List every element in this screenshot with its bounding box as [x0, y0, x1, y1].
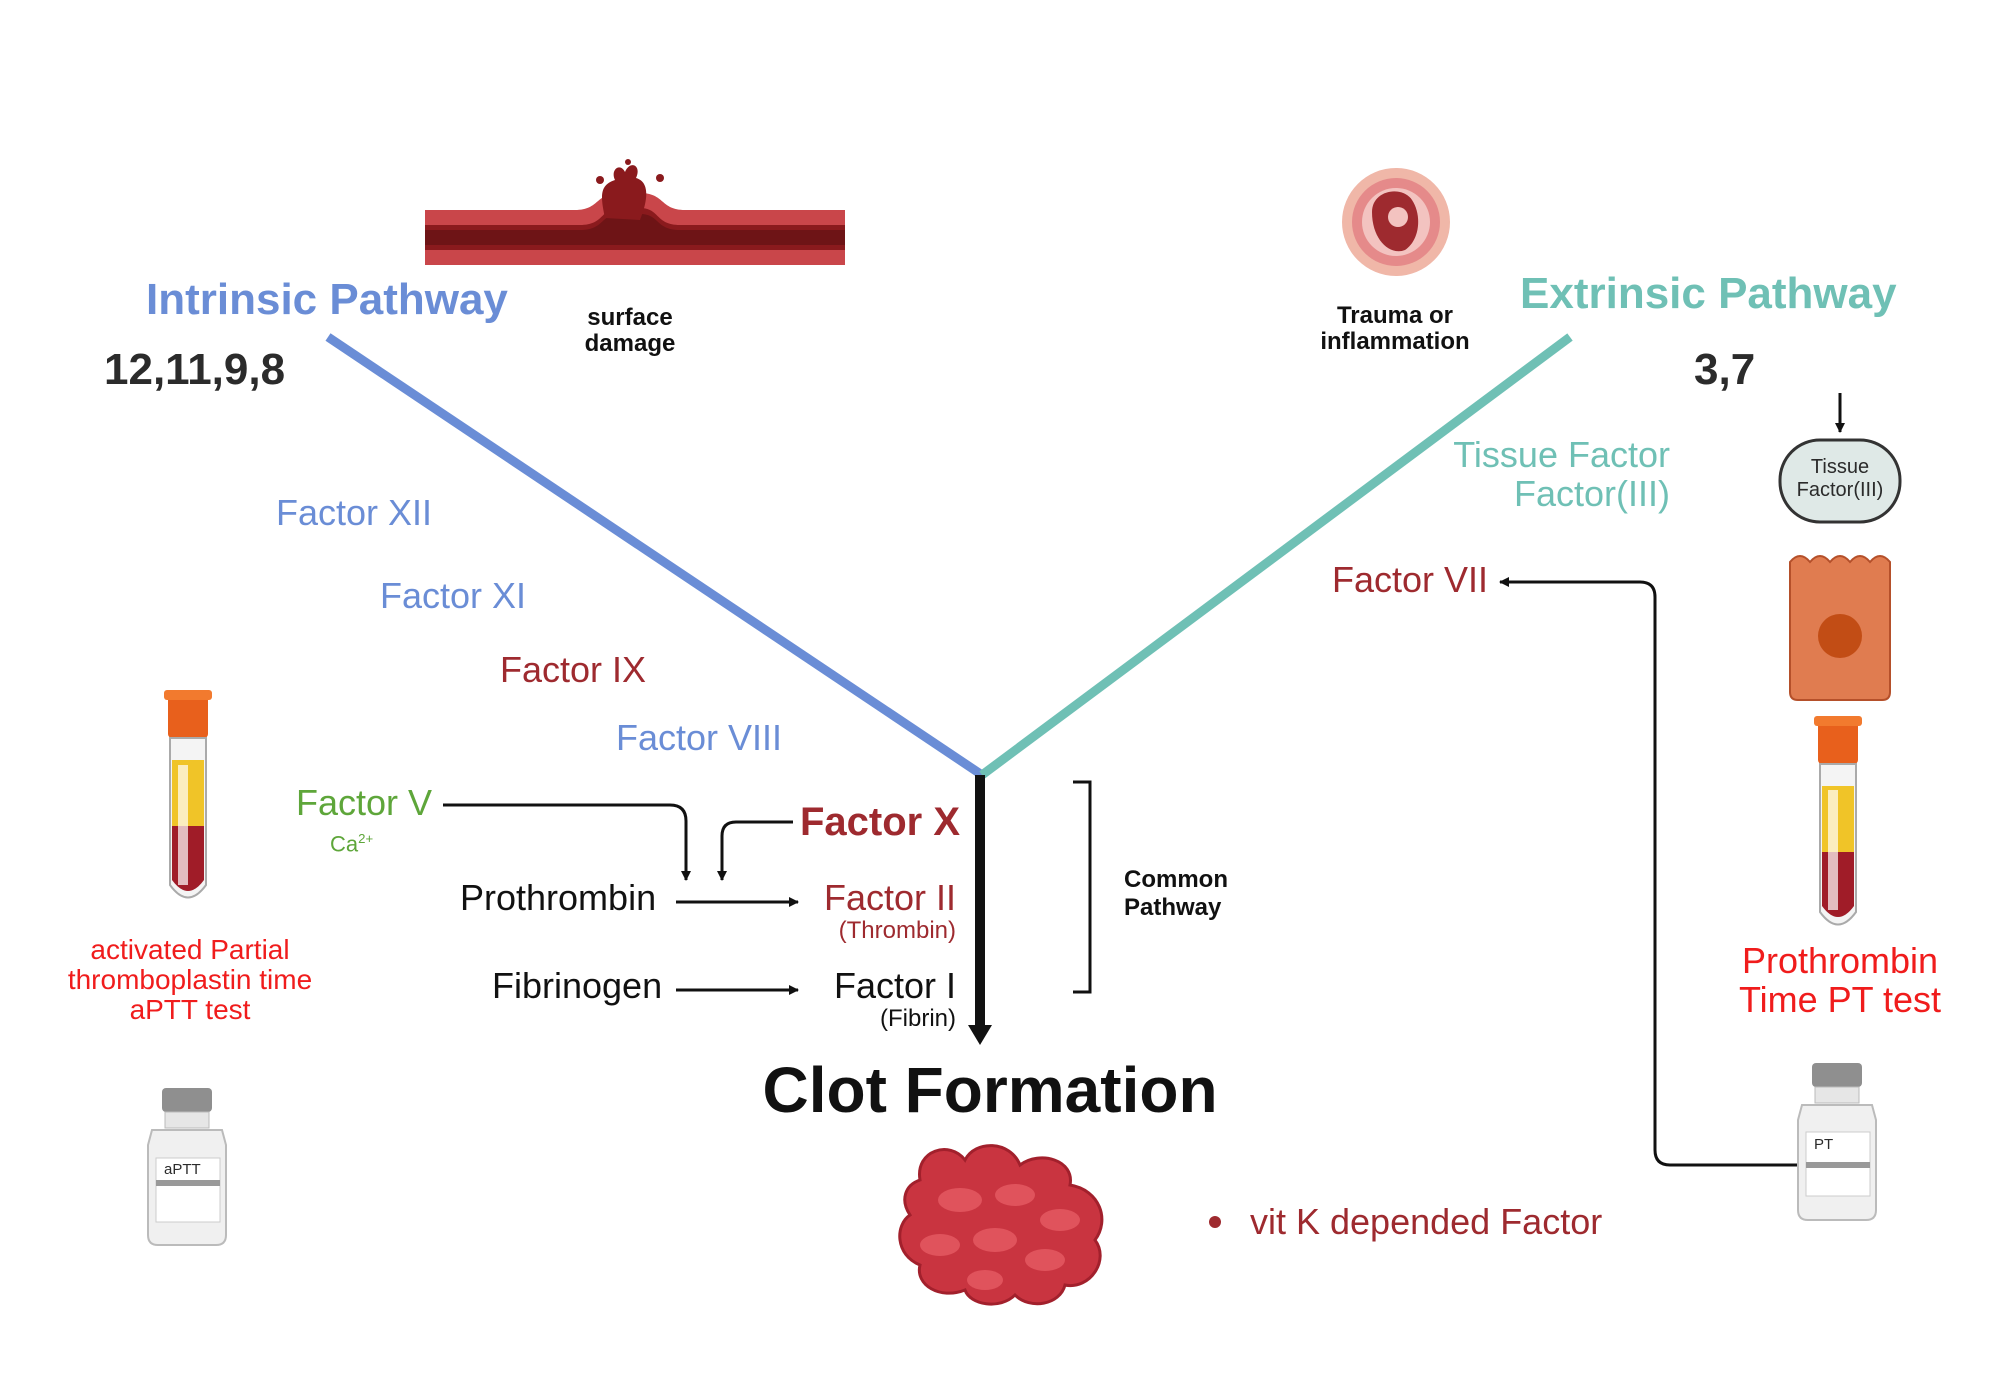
tissue-factor-cell-label: Tissue Factor(III) — [1780, 456, 1900, 502]
factor-vii-label: Factor VII — [1332, 559, 1489, 600]
surface-damage-line1: surface — [587, 304, 673, 331]
pt-line2: Time PT test — [1738, 978, 1942, 1020]
surface-damage-label: surface damage — [560, 304, 700, 358]
tissue-factor-capsule — [1778, 438, 1902, 524]
tissue-factor-label: Tissue Factor Factor(III) — [1380, 434, 1670, 514]
calcium-charge: 2+ — [358, 831, 374, 846]
aptt-line2: thromboplastin time — [67, 964, 313, 996]
blood-tube-right-icon — [1814, 716, 1862, 926]
tissue-factor-line2: Factor(III) — [1513, 472, 1670, 514]
pt-factor-vii-arrow — [1499, 577, 1808, 1167]
factor-v-label: Factor V — [296, 782, 433, 823]
factor-xii-label: Factor XII — [276, 492, 433, 533]
extrinsic-pathway-line — [979, 333, 1573, 779]
calcium-label: Ca2+ — [330, 831, 374, 857]
factor-ix-label: Factor IX — [500, 649, 647, 690]
factor-v-arrow — [443, 803, 691, 881]
factor-x-arrow — [717, 820, 793, 881]
blood-clot-icon — [898, 1144, 1104, 1306]
common-pathway-arrowhead — [968, 1025, 992, 1045]
intrinsic-pathway-title: Intrinsic Pathway — [146, 275, 508, 324]
blood-tube-left-icon — [164, 690, 212, 899]
thrombin-label: (Thrombin) — [838, 917, 956, 944]
vitk-legend-label: vit K depended Factor — [1250, 1201, 1603, 1242]
trauma-line2: inflammation — [1320, 328, 1470, 356]
tissue-factor-cell-line2: Factor(III) — [1796, 479, 1884, 501]
surface-damage-line2: damage — [584, 330, 676, 358]
aptt-vial-label: aPTT — [164, 1161, 201, 1178]
prothrombin-label: Prothrombin — [460, 877, 657, 918]
pt-line1: Prothrombin — [1741, 940, 1939, 981]
factor-i-label: Factor I — [833, 965, 956, 1006]
legend-bullet-icon — [1209, 1216, 1221, 1228]
factor-ii-label: Factor II — [823, 877, 956, 918]
endothelial-cell-icon — [1789, 555, 1891, 701]
aptt-line1: activated Partial — [90, 934, 290, 965]
aptt-line3: aPTT test — [129, 994, 251, 1026]
tissue-factor-cell-line1: Tissue — [1810, 456, 1870, 478]
tissue-factor-line1: Tissue Factor — [1453, 434, 1670, 475]
intrinsic-pathway-line — [325, 333, 985, 779]
fibrin-label: (Fibrin) — [880, 1005, 956, 1032]
common-pathway-label: Common Pathway — [1124, 866, 1228, 921]
common-pathway-line1: Common — [1124, 866, 1228, 893]
fibrinogen-label: Fibrinogen — [492, 965, 663, 1006]
factor-x-label: Factor X — [800, 800, 961, 844]
aptt-vial-icon — [147, 1088, 227, 1246]
calcium-symbol: Ca — [330, 831, 359, 857]
intrinsic-factor-numbers: 12,11,9,8 — [104, 345, 286, 394]
pt-vial-icon — [1797, 1063, 1877, 1221]
pt-vial-label: PT — [1814, 1136, 1834, 1153]
factor-viii-label: Factor VIII — [616, 717, 783, 758]
vessel-cross-section-icon — [1342, 168, 1450, 276]
trauma-label: Trauma or inflammation — [1300, 302, 1490, 356]
pt-test-label: Prothrombin Time PT test — [1700, 940, 1980, 1020]
aptt-test-label: activated Partial thromboplastin time aP… — [30, 934, 350, 1026]
trauma-line1: Trauma or — [1336, 302, 1454, 329]
common-pathway-bracket — [1073, 780, 1092, 994]
common-pathway-line2: Pathway — [1124, 893, 1222, 921]
damaged-vessel-icon — [425, 159, 845, 265]
extrinsic-pathway-title: Extrinsic Pathway — [1520, 269, 1897, 318]
factor-xi-label: Factor XI — [380, 575, 527, 616]
clot-formation-title: Clot Formation — [762, 1054, 1218, 1126]
extrinsic-factor-numbers: 3,7 — [1694, 345, 1756, 394]
